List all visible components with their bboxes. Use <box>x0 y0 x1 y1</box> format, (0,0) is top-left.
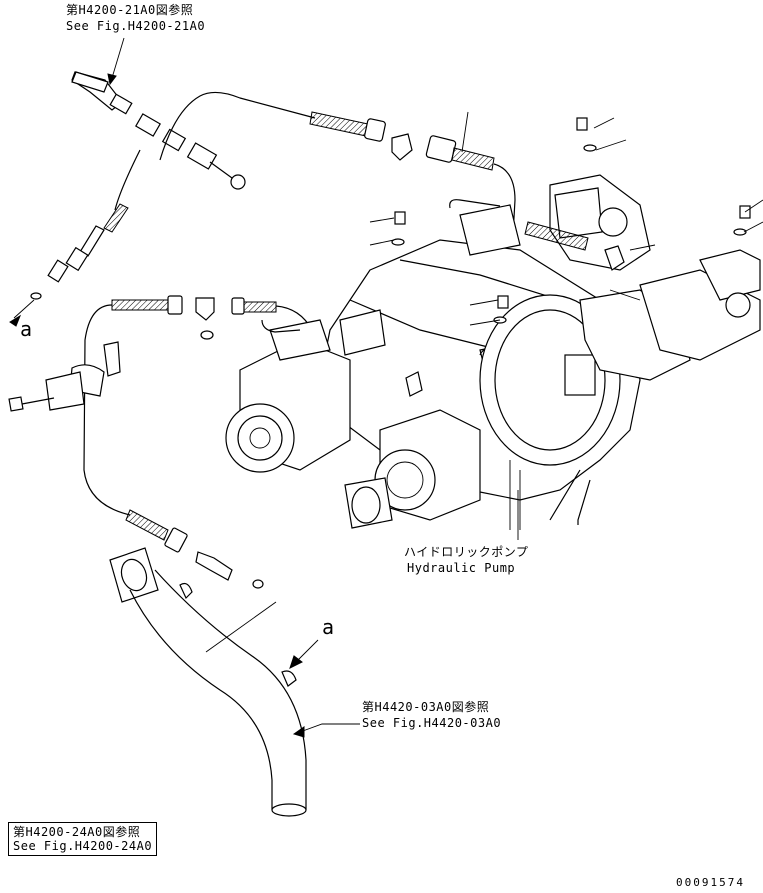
figure-number: 00091574 <box>676 876 745 889</box>
ref-middle-right-en: See Fig.H4420-03A0 <box>362 716 502 730</box>
marker-a-pipe: a <box>322 615 335 639</box>
ref-bottom-left-en: See Fig.H4200-24A0 <box>13 839 153 853</box>
top-hose-assembly <box>9 71 516 327</box>
pump-label-jp: ハイドロリックポンプ <box>404 545 529 559</box>
marker-a-left: a <box>20 317 33 341</box>
ref-bottom-left-box: 第H4200-24A0図参照 See Fig.H4200-24A0 <box>8 822 158 856</box>
pump-label-en: Hydraulic Pump <box>407 561 516 575</box>
ref-bottom-left-jp: 第H4200-24A0図参照 <box>13 825 141 839</box>
hydraulic-pump-assembly <box>225 117 763 540</box>
ref-leader-top <box>111 37 125 79</box>
middle-hose-assembly <box>8 295 313 589</box>
ref-leader-arrow-top <box>107 73 117 86</box>
ref-top-left-en: See Fig.H4200-21A0 <box>66 19 206 33</box>
ref-top-left-jp: 第H4200-21A0図参照 <box>66 3 194 17</box>
ref-middle-right-jp: 第H4420-03A0図参照 <box>362 700 490 714</box>
suction-pipe <box>109 547 360 817</box>
